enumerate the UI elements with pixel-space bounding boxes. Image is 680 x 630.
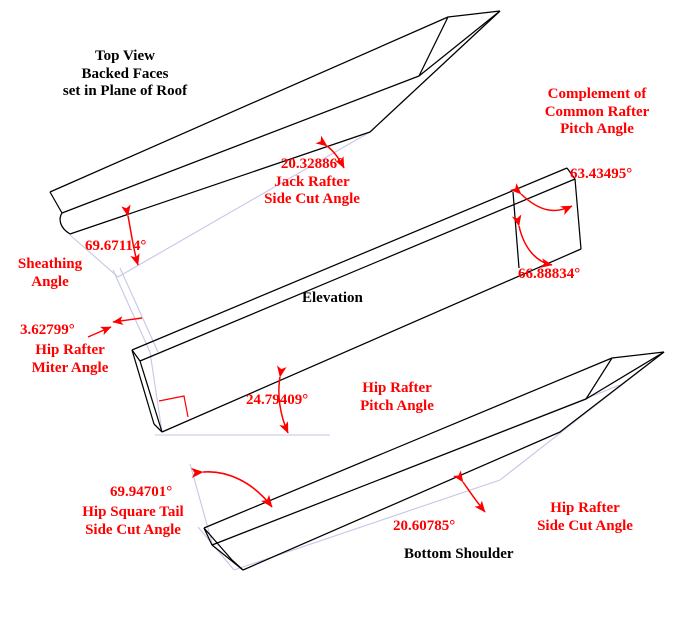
jack-rafter-side-cut-annotation: 20.32886° Jack Rafter Side Cut Angle	[232, 156, 392, 209]
second-section-angle-value-label: 66.88834°	[518, 266, 580, 284]
hip-rafter-pitch-name-line-2: Pitch Angle	[360, 397, 434, 414]
top-view-title-line-1: Top View	[95, 48, 155, 64]
hip-square-tail-side-cut-value-label: 69.94701°	[110, 484, 172, 502]
elevation-outline	[131, 167, 582, 433]
sheathing-angle-value: 69.67114°	[85, 238, 147, 254]
jack-rafter-side-cut-name-line-2: Side Cut Angle	[264, 191, 360, 208]
hip-rafter-pitch-name-line-1: Hip Rafter	[362, 380, 432, 396]
hip-square-tail-side-cut-value: 69.94701°	[110, 484, 173, 500]
arrow-hip-rafter-side-cut	[452, 470, 486, 513]
bottom-shoulder-title: Bottom Shoulder	[404, 546, 514, 564]
complement-common-rafter-pitch-line-2: Common Rafter	[544, 103, 650, 120]
right-angle-marker	[158, 395, 189, 418]
arrow-hip-rafter-miter	[87, 316, 143, 338]
top-view-outline	[49, 10, 501, 235]
elevation-construction-lines	[112, 267, 330, 436]
arrow-complement-common-rafter-pitch	[509, 183, 573, 215]
hip-rafter-miter-name-line-2: Miter Angle	[31, 359, 109, 376]
arrow-hip-square-tail-side-cut	[191, 467, 273, 508]
hip-square-tail-side-cut-name-line-1: Hip Square Tail	[82, 504, 184, 520]
complement-common-rafter-pitch-name-label: Complement of Common Rafter Pitch Angle	[522, 86, 672, 139]
top-view-title-line-2: Backed Faces	[81, 65, 169, 82]
elevation-solid	[112, 167, 582, 436]
sheathing-angle-name-label: Sheathing Angle	[0, 256, 100, 291]
complement-common-rafter-pitch-line-3: Pitch Angle	[560, 121, 634, 138]
top-view-title-line-3: set in Plane of Roof	[62, 83, 188, 100]
hip-rafter-side-cut-name-line-2: Side Cut Angle	[537, 517, 633, 534]
hip-rafter-side-cut-name-label: Hip Rafter Side Cut Angle	[505, 500, 665, 535]
bottom-shoulder-outline	[203, 351, 665, 571]
jack-rafter-side-cut-name-line-1: Jack Rafter	[274, 173, 350, 190]
hip-rafter-side-cut-value-label: 20.60785°	[393, 518, 455, 536]
hip-rafter-pitch-name-label: Hip Rafter Pitch Angle	[337, 380, 457, 415]
bottom-shoulder-solid	[189, 351, 665, 571]
complement-common-rafter-pitch-value-label: 63.43495°	[570, 166, 632, 184]
complement-common-rafter-pitch-line-1: Complement of	[547, 86, 647, 102]
hip-rafter-pitch-value-label: 24.79409°	[246, 392, 308, 410]
elevation-title-text: Elevation	[302, 290, 363, 306]
top-view-title: Top View Backed Faces set in Plane of Ro…	[30, 48, 220, 101]
sheathing-angle-name-line-1: Sheathing	[17, 256, 83, 272]
hip-rafter-miter-name-line-1: Hip Rafter	[35, 342, 105, 358]
hip-square-tail-side-cut-name-line-2: Side Cut Angle	[85, 521, 181, 538]
hip-rafter-miter-value-label: 3.62799°	[20, 322, 75, 340]
hip-rafter-pitch-value: 24.79409°	[246, 392, 309, 408]
second-section-angle-value: 66.88834°	[518, 266, 581, 282]
arrow-hip-rafter-pitch	[277, 365, 289, 434]
jack-rafter-side-cut-value: 20.32886°	[280, 156, 344, 172]
arrow-jack-rafter-side-cut	[315, 135, 345, 169]
sheathing-angle-name-line-2: Angle	[31, 273, 69, 290]
arrow-sheathing-angle	[121, 204, 140, 266]
hip-rafter-side-cut-name-line-1: Hip Rafter	[550, 500, 620, 516]
hip-rafter-miter-value: 3.62799°	[20, 322, 75, 338]
arrow-second-section-angle	[511, 214, 553, 268]
hip-rafter-side-cut-value: 20.60785°	[393, 518, 456, 534]
sheathing-angle-value-label: 69.67114°	[85, 238, 146, 256]
complement-common-rafter-pitch-value: 63.43495°	[570, 166, 633, 182]
bottom-shoulder-title-text: Bottom Shoulder	[404, 546, 514, 562]
hip-rafter-miter-name-label: Hip Rafter Miter Angle	[5, 342, 135, 377]
hip-square-tail-side-cut-name-label: Hip Square Tail Side Cut Angle	[58, 504, 208, 539]
elevation-title: Elevation	[302, 290, 363, 308]
